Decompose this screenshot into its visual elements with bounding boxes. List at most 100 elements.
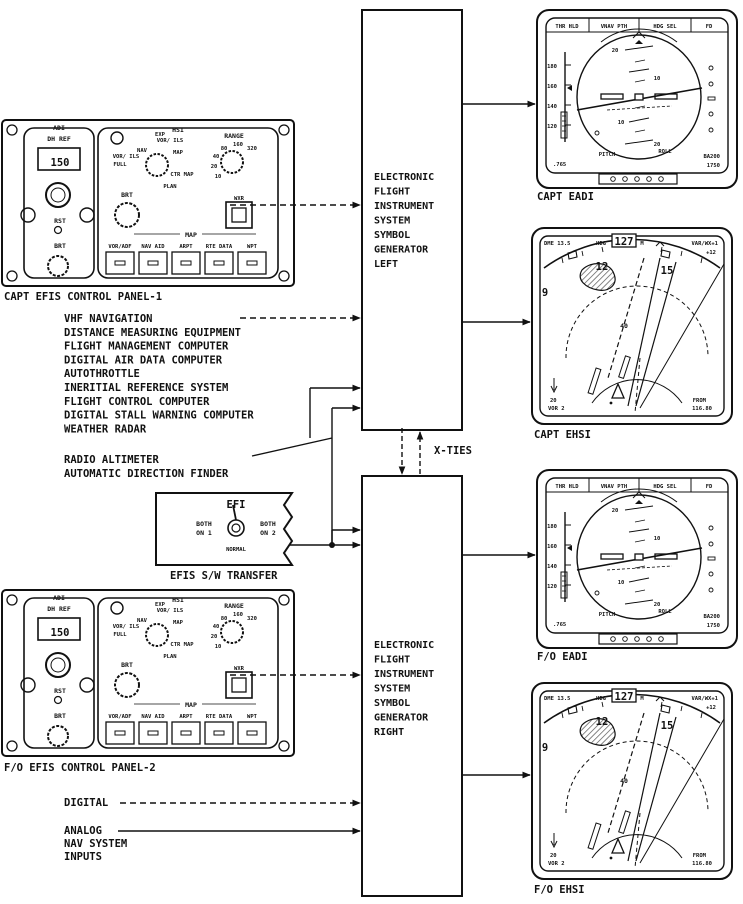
gen-left-line-4: SYMBOL [374, 230, 410, 241]
captPanel-button-label-4: WPT [247, 244, 258, 250]
captPanel-mode-2: MAP [173, 150, 184, 156]
captPanel-button-label-2: ARPT [179, 244, 193, 250]
capt-ehsi-arc-12: 12 [596, 261, 609, 273]
input-signal-3: DIGITAL AIR DATA COMPUTER [64, 354, 223, 366]
fo-ehsi-vor-1: VOR 2 [548, 861, 565, 867]
gen-left-line-0: ELECTRONIC [374, 172, 434, 183]
capt-ehsi-display [531, 227, 733, 425]
capt-ehsi-caption: CAPT EHSI [534, 429, 591, 441]
fo-eadi-baro-0: BA200 [703, 614, 720, 620]
fo-eadi-baro-1: 1750 [707, 623, 720, 629]
capt-ehsi-vor-0: 20 [550, 398, 557, 404]
foPanel-range-label: RANGE [224, 602, 244, 610]
capt-eadi-pitch-3: 20 [654, 142, 661, 148]
captPanel-button-label-3: RTE DATA [206, 244, 233, 250]
efi-both-on1-a: BOTH [196, 520, 212, 528]
input-signal-0: VHF NAVIGATION [64, 313, 153, 325]
symbol-generator-right-box [361, 475, 463, 897]
captPanel-range-label: RANGE [224, 132, 244, 140]
fo-ehsi-var2: +12 [706, 705, 716, 711]
fo-eadi-speed-0: 180 [547, 524, 557, 530]
gen-left-line-3: SYSTEM [374, 216, 410, 227]
gen-right-line-3: SYSTEM [374, 684, 410, 695]
gen-left-line-6: LEFT [374, 259, 398, 270]
capt-eadi-speed-2: 140 [547, 104, 557, 110]
input-signal-7: DIGITAL STALL WARNING COMPUTER [64, 410, 254, 422]
fo-eadi-mode-0: THR HLD [555, 484, 579, 490]
foPanel-mode-4: PLAN [163, 654, 176, 660]
capt-eadi-pitch-2: 10 [618, 120, 625, 126]
fo-ehsi-vor-0: 20 [550, 853, 557, 859]
captPanel-dh-ref-label: DH REF [47, 135, 71, 143]
foPanel-range-4: 160 [233, 612, 243, 618]
captPanel-wxr-label: WXR [234, 196, 245, 202]
captPanel-mode-5: FULL [113, 162, 127, 168]
fo-ehsi-dme: DME 13.5 [544, 696, 571, 702]
fo-ehsi-m: M [640, 696, 644, 702]
captPanel-button-label-0: VOR/ADF [108, 244, 131, 250]
fo-eadi-mode-2: HDG SEL [653, 484, 677, 490]
capt-ehsi-range-mark: 40 [620, 322, 628, 330]
foPanel-hsi-brt-label: BRT [121, 661, 133, 669]
fo-eadi-pitch-1: 10 [654, 536, 661, 542]
fo-ehsi-hdg-val: 127 [615, 691, 634, 703]
foPanel-brt-label: BRT [54, 712, 66, 720]
fo-ehsi-hdg: HDG [596, 696, 607, 702]
gen-right-line-4: SYMBOL [374, 698, 410, 709]
fo-efis-control-panel [1, 589, 295, 757]
captPanel-hsi-label: HSI [172, 126, 184, 134]
foPanel-mode-7: NAV [137, 618, 148, 624]
fo-eadi-speed-3: 120 [547, 584, 557, 590]
capt-eadi-mach: .765 [553, 162, 566, 168]
captPanel-mode-4: PLAN [163, 184, 176, 190]
fo-eadi-pitch-lbl: PITCH [599, 612, 616, 618]
analog-input-1: NAV SYSTEM [64, 838, 127, 850]
input-signal-6: FLIGHT CONTROL COMPUTER [64, 396, 210, 408]
foPanel-adi-label: ADI [53, 594, 65, 602]
foPanel-mode-1: VOR/ ILS [157, 608, 184, 614]
input-signal-2: FLIGHT MANAGEMENT COMPUTER [64, 341, 229, 353]
fo-eadi-mach: .765 [553, 622, 566, 628]
foPanel-button-label-1: NAV AID [141, 714, 165, 720]
capt-ehsi-var2: +12 [706, 250, 716, 256]
connection-lines [118, 100, 536, 835]
captPanel-dh-display: 150 [51, 157, 70, 169]
foPanel-button-label-4: WPT [247, 714, 258, 720]
capt-eadi-pitch-0: 20 [612, 48, 619, 54]
fo-eadi-pitch-0: 20 [612, 508, 619, 514]
capt-eadi-speed-1: 160 [547, 84, 557, 90]
efi-both-on2-b: ON 2 [260, 529, 276, 537]
foPanel-button-label-2: ARPT [179, 714, 193, 720]
foPanel-dh-ref-label: DH REF [47, 605, 71, 613]
fo-ehsi-arc-15: 15 [661, 720, 674, 732]
gen-right-line-5: GENERATOR [374, 713, 429, 724]
capt-eadi-roll-lbl: ROLL [658, 149, 672, 155]
capt-eadi-pitch-1: 10 [654, 76, 661, 82]
captPanel-mode-3: CTR MAP [170, 172, 194, 178]
capt-panel-caption: CAPT EFIS CONTROL PANEL-1 [4, 291, 162, 303]
fo-eadi-pitch-2: 10 [618, 580, 625, 586]
capt-ehsi-hdg-val: 127 [615, 236, 634, 248]
captPanel-range-3: 80 [221, 146, 228, 152]
foPanel-rst-label: RST [54, 687, 66, 695]
fo-eadi-display [536, 469, 738, 649]
captPanel-map-label: MAP [185, 231, 197, 239]
capt-ehsi-from-1: 116.80 [692, 406, 712, 412]
captPanel-mode-1: VOR/ ILS [157, 138, 184, 144]
gen-right-line-6: RIGHT [374, 727, 404, 738]
captPanel-range-2: 40 [213, 154, 220, 160]
capt-ehsi-hdg: HDG [596, 241, 607, 247]
efi-title: EFI [227, 499, 246, 511]
foPanel-dh-display: 150 [51, 627, 70, 639]
analog-input-0: ANALOG [64, 825, 102, 837]
gen-left-line-1: FLIGHT [374, 187, 410, 198]
capt-eadi-mode-2: HDG SEL [653, 24, 677, 30]
fo-ehsi-var: VAR/WX+1 [692, 696, 719, 702]
junction-dot [329, 542, 335, 548]
efi-switch-panel [155, 492, 294, 566]
capt-ehsi-dme: DME 13.5 [544, 241, 571, 247]
captPanel-rst-label: RST [54, 217, 66, 225]
foPanel-range-2: 40 [213, 624, 220, 630]
capt-eadi-mode-3: FD [706, 24, 713, 30]
input-signal-5: INERITIAL REFERENCE SYSTEM [64, 382, 228, 394]
